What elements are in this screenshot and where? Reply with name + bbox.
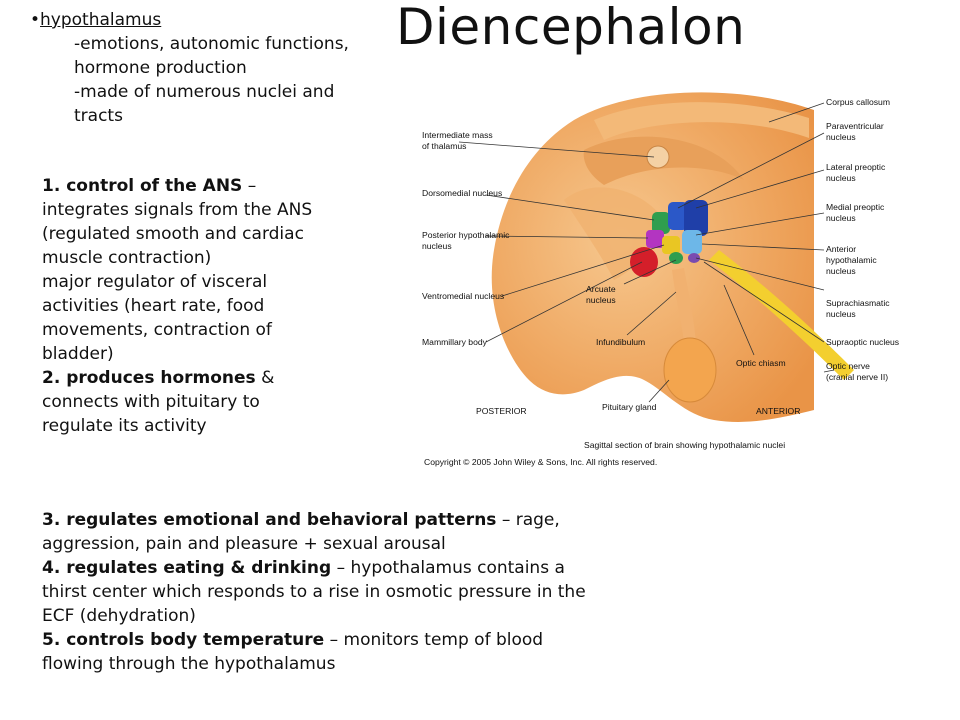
bullet-hypothalamus-label: hypothalamus xyxy=(40,10,162,30)
corpus-callosum-shape xyxy=(594,102,809,140)
hypothalamus-diagram: Intermediate mass of thalamus Dorsomedia… xyxy=(422,92,899,467)
label-intermediate-mass-2: of thalamus xyxy=(422,141,466,151)
point-2-heading: 2. produces hormones xyxy=(42,368,256,388)
infundibulum-shape xyxy=(672,268,696,342)
label-optic-chiasm: Optic chiasm xyxy=(736,358,786,368)
label-optic-nerve: Optic nerve xyxy=(826,361,870,371)
bullet-hypothalamus: •hypothalamus xyxy=(30,8,161,32)
label-lateral-preoptic-2: nucleus xyxy=(826,173,856,183)
point-3-heading: 3. regulates emotional and behavioral pa… xyxy=(42,510,497,530)
label-supraoptic: Supraoptic nucleus xyxy=(826,337,899,347)
label-anterior-direction: ANTERIOR xyxy=(756,406,800,416)
label-anterior: Anterior xyxy=(826,244,856,254)
label-arcuate-2: nucleus xyxy=(586,295,616,305)
label-medial-preoptic-2: nucleus xyxy=(826,213,856,223)
label-suprachiasmatic-2: nucleus xyxy=(826,309,856,319)
label-mammillary: Mammillary body xyxy=(422,337,488,347)
label-posterior-hypothalamic: Posterior hypothalamic xyxy=(422,230,510,240)
label-pituitary: Pituitary gland xyxy=(602,402,657,412)
hypothalamus-figure: Intermediate mass of thalamus Dorsomedia… xyxy=(414,80,924,475)
label-anterior-3: nucleus xyxy=(826,266,856,276)
sub-line-1a: -emotions, autonomic functions, xyxy=(74,34,349,54)
ventromedial-nucleus-shape xyxy=(662,236,680,254)
figure-caption: Sagittal section of brain showing hypoth… xyxy=(584,440,785,450)
label-posterior: POSTERIOR xyxy=(476,406,527,416)
point-1-text: – integrates signals from the ANS (regul… xyxy=(42,176,313,268)
point-1b-text: major regulator of visceral activities (… xyxy=(42,272,272,364)
pituitary-gland-shape xyxy=(663,337,717,403)
label-infundibulum: Infundibulum xyxy=(596,337,645,347)
medial-preoptic-shape xyxy=(682,230,702,254)
point-1-heading: 1. control of the ANS xyxy=(42,176,243,196)
intermediate-mass xyxy=(646,145,670,169)
point-4-heading: 4. regulates eating & drinking xyxy=(42,558,332,578)
label-medial-preoptic: Medial preoptic xyxy=(826,202,885,212)
dorsomedial-nucleus-shape xyxy=(652,212,670,234)
label-intermediate-mass: Intermediate mass xyxy=(422,130,493,140)
lateral-preoptic-shape xyxy=(684,200,708,236)
sub-line-2b: tracts xyxy=(74,106,123,126)
point-5-heading: 5. controls body temperature xyxy=(42,630,325,650)
figure-copyright: Copyright © 2005 John Wiley & Sons, Inc.… xyxy=(424,457,657,467)
bottom-text: 3. regulates emotional and behavioral pa… xyxy=(42,508,602,676)
label-lateral-preoptic: Lateral preoptic xyxy=(826,162,886,172)
label-anterior-2: hypothalamic xyxy=(826,255,877,265)
label-suprachiasmatic: Suprachiasmatic xyxy=(826,298,890,308)
label-ventromedial: Ventromedial nucleus xyxy=(422,291,504,301)
sub-line-2a: -made of numerous nuclei and xyxy=(74,82,335,102)
label-posterior-hypothalamic-2: nucleus xyxy=(422,241,452,251)
mammillary-body-shape xyxy=(630,247,658,277)
sub-line-1b: hormone production xyxy=(74,58,247,78)
point-3-text: – rage, aggression, pain and pleasure + … xyxy=(42,510,560,554)
posterior-nucleus-shape xyxy=(646,230,664,248)
suprachiasmatic-shape xyxy=(688,253,700,263)
paraventricular-nucleus-shape xyxy=(668,202,688,230)
label-dorsomedial: Dorsomedial nucleus xyxy=(422,188,502,198)
point-4-text: – hypothalamus contains a thirst center … xyxy=(42,558,586,626)
label-optic-nerve-2: (cranial nerve II) xyxy=(826,372,888,382)
point-2-text: & connects with pituitary to regulate it… xyxy=(42,368,275,436)
label-corpus-callosum: Corpus callosum xyxy=(826,97,890,107)
point-5-text: – monitors temp of blood flowing through… xyxy=(42,630,544,674)
optic-nerve-shape xyxy=(709,250,854,380)
label-paraventricular: Paraventricular xyxy=(826,121,884,131)
leader-lines xyxy=(458,102,835,403)
left-column-text: 1. control of the ANS – integrates signa… xyxy=(42,174,322,438)
arcuate-nucleus-shape xyxy=(669,252,683,264)
label-arcuate: Arcuate xyxy=(586,284,616,294)
bullet-marker: • xyxy=(30,10,41,30)
label-paraventricular-2: nucleus xyxy=(826,132,856,142)
slide-title: Diencephalon xyxy=(396,0,746,56)
